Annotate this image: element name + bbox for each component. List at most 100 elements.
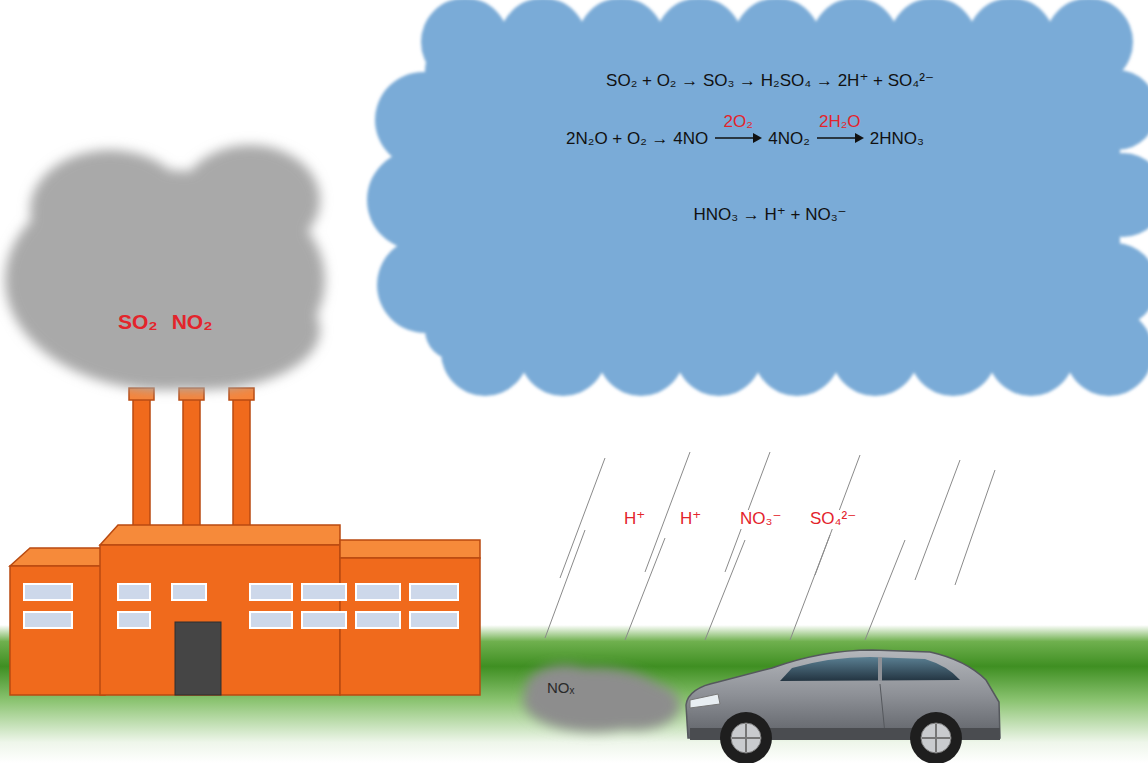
car <box>910 712 962 763</box>
reaction-arrow <box>715 137 755 139</box>
factory <box>129 388 154 400</box>
ion-label: NO₃⁻ <box>738 510 783 529</box>
factory <box>133 398 150 530</box>
car <box>780 657 960 681</box>
cloud-shape <box>395 0 1145 400</box>
factory-windows <box>118 584 150 600</box>
smoke-shape <box>80 270 320 390</box>
factory <box>10 566 105 695</box>
equation-text: 2N₂O + O₂ → 4NO <box>566 129 708 149</box>
ion-label: H⁺ <box>678 510 703 529</box>
cloud-shape <box>597 308 685 396</box>
ion-label: SO₄²⁻ <box>808 510 858 529</box>
smoke-shape <box>590 680 680 730</box>
car <box>878 657 882 681</box>
cloud-shape <box>1073 243 1148 327</box>
cloud-shape <box>519 308 607 396</box>
factory <box>340 558 480 695</box>
equation-text: 2HNO₃ <box>870 129 924 149</box>
factory-windows <box>356 584 400 600</box>
smoke-shape <box>0 130 340 410</box>
smoke-shape <box>180 145 320 255</box>
cloud-equations: SO₂ + O₂ → SO₃ → H₂SO₄ → 2H⁺ + SO₄²⁻ 2N₂O… <box>395 0 1145 400</box>
car <box>732 737 760 739</box>
car <box>922 737 950 739</box>
cloud-shape <box>753 308 841 396</box>
rain-streaks <box>560 458 605 578</box>
reaction-arrow <box>753 133 762 143</box>
smoke-text-row: SO₂ NO₂ <box>118 310 213 334</box>
reaction-arrow <box>855 133 864 143</box>
reaction-arrow <box>817 137 857 139</box>
cloud-shape <box>909 308 997 396</box>
rain-streaks <box>545 452 995 640</box>
factory-windows <box>250 612 292 628</box>
factory-windows <box>356 612 400 628</box>
factory <box>183 398 200 530</box>
pollutant-label: NOₓ <box>547 679 574 696</box>
reaction-arrow <box>815 132 865 144</box>
car <box>880 684 885 734</box>
smoke-text-row: NOₓ <box>547 679 574 696</box>
factory <box>229 388 254 400</box>
cloud-shape <box>987 308 1075 396</box>
factory <box>233 398 250 530</box>
ion-label: H⁺ <box>622 510 647 529</box>
equation-row: 2N₂O + O₂ → 4NO 2O₂ 4NO₂ 2H₂O 2HNO₃ <box>395 112 1145 149</box>
factory-windows <box>302 584 346 600</box>
factory-windows <box>410 612 458 628</box>
pollutant-label: NO₂ <box>172 310 213 334</box>
cloud-shape <box>831 308 919 396</box>
equation-row: SO₂ + O₂ → SO₃ → H₂SO₄ → 2H⁺ + SO₄²⁻ <box>395 70 1145 91</box>
car <box>720 712 772 763</box>
factory-door <box>175 622 221 695</box>
reagent-text: 2H₂O <box>819 112 861 132</box>
smoke-shape <box>5 145 325 390</box>
cloud-shape <box>421 0 509 86</box>
equation-text: HNO₃ → H⁺ + NO₃⁻ <box>693 204 846 225</box>
factory-windows <box>410 584 458 600</box>
equation-text: 4NO₂ <box>768 129 810 149</box>
equation-row: HNO₃ → H⁺ + NO₃⁻ <box>395 204 1145 225</box>
factory-windows <box>24 584 458 628</box>
car <box>732 724 950 752</box>
rain-streaks <box>865 540 905 640</box>
factory-windows <box>24 584 72 600</box>
rain-streaks <box>545 530 585 638</box>
cloud-shape <box>967 0 1055 86</box>
cloud-shape <box>675 308 763 396</box>
cloud-shape <box>367 0 1148 396</box>
rain-streaks <box>705 540 745 640</box>
smoke-plume: SO₂ NO₂ <box>0 130 340 410</box>
rain-streaks <box>790 535 830 640</box>
car <box>921 723 951 753</box>
factory <box>100 525 340 545</box>
rain-streaks <box>955 470 995 585</box>
car <box>731 723 761 753</box>
rain-streaks <box>625 538 665 640</box>
cloud-shape <box>1077 70 1148 150</box>
car <box>686 650 1000 763</box>
reaction-arrow <box>713 132 763 144</box>
cloud-shape <box>499 0 587 86</box>
reagent-text: 2O₂ <box>724 112 753 132</box>
arrow-with-reagent: 2H₂O <box>815 112 865 149</box>
cloud-shape <box>367 150 467 250</box>
smoke-shape <box>515 655 685 740</box>
factory-windows <box>118 612 150 628</box>
factory <box>10 388 480 695</box>
smoke-shape <box>30 150 190 270</box>
factory-windows <box>302 612 346 628</box>
factory-windows <box>250 584 292 600</box>
rain-streaks <box>915 460 960 580</box>
factory-windows <box>24 612 72 628</box>
pollutant-label: SO₂ <box>118 310 158 334</box>
cloud-shape <box>1081 153 1148 237</box>
arrow-with-reagent: 2O₂ <box>713 112 763 149</box>
cloud-shape <box>377 237 473 333</box>
smoke-shape <box>523 665 680 732</box>
equation-text: SO₂ + O₂ → SO₃ → H₂SO₄ → 2H⁺ + SO₄²⁻ <box>606 70 934 91</box>
car <box>690 694 720 708</box>
factory <box>340 540 480 558</box>
